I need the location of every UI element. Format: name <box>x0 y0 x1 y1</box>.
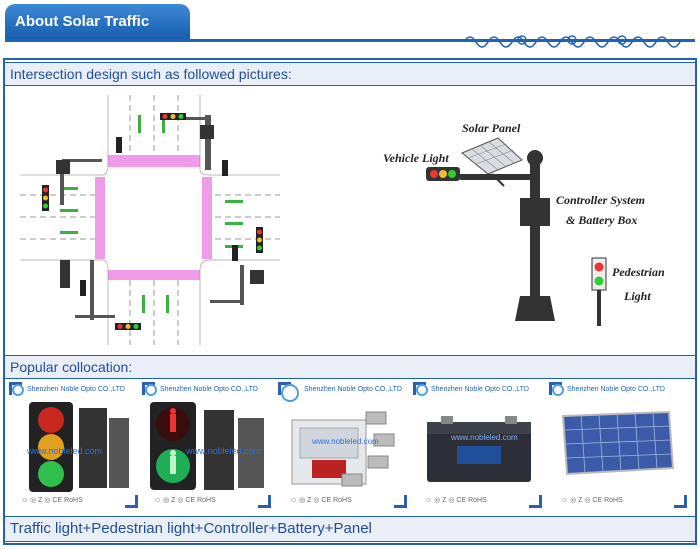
header-divider <box>5 39 695 42</box>
frame-corner <box>413 382 426 395</box>
brand-logo-icon <box>12 384 24 396</box>
battery-image: www.nobleled.com <box>427 416 531 482</box>
certification-marks: ☺ ◎ Z ◎ CE RoHS <box>561 497 623 504</box>
page-title: About Solar Traffic System <box>5 4 190 65</box>
certification-marks: ☺ ◎ Z ◎ CE RoHS <box>425 497 487 504</box>
product-traffic-light[interactable]: Shenzhen Noble Opto CO.,LTD www.nobleled… <box>9 382 140 510</box>
product-solar-panel[interactable]: Shenzhen Noble Opto CO.,LTD ☺ ◎ Z ◎ CE R… <box>549 382 689 510</box>
brand-name: Shenzhen Noble Opto CO.,LTD <box>304 386 402 393</box>
certification-marks: ☺ ◎ Z ◎ CE RoHS <box>154 497 216 504</box>
brand-name: Shenzhen Noble Opto CO.,LTD <box>567 386 665 393</box>
frame-corner <box>9 382 22 395</box>
certification-marks: ☺ ◎ Z ◎ CE RoHS <box>21 497 83 504</box>
frame-corner <box>278 382 291 395</box>
frame-corner <box>142 382 155 395</box>
intersection-heading: Intersection design such as followed pic… <box>10 66 292 82</box>
product-pedestrian-light[interactable]: Shenzhen Noble Opto CO.,LTD www.nobleled… <box>142 382 273 510</box>
controller-label: Controller System <box>556 193 645 207</box>
collocation-summary: Traffic light+Pedestrian light+Controlle… <box>10 520 372 537</box>
frame-corner <box>258 495 271 508</box>
brand-name: Shenzhen Noble Opto CO.,LTD <box>27 386 125 393</box>
watermark: www.nobleled.com <box>450 433 518 442</box>
solar-panel-image <box>561 410 675 476</box>
product-battery[interactable]: Shenzhen Noble Opto CO.,LTD www.nobleled… <box>413 382 544 510</box>
solar-pole-diagram: Solar Panel Vehicle Light Controller Sys… <box>383 121 665 326</box>
pedestrian-light-label: Light <box>623 289 651 303</box>
collocation-band: Popular collocation: <box>5 355 695 379</box>
watermark: www.nobleled.com <box>26 446 102 456</box>
frame-corner <box>549 382 562 395</box>
certification-marks: ☺ ◎ Z ◎ CE RoHS <box>290 497 352 504</box>
brand-logo-icon <box>281 384 299 402</box>
frame-corner <box>394 495 407 508</box>
brand-name: Shenzhen Noble Opto CO.,LTD <box>431 386 529 393</box>
frame-corner <box>125 495 138 508</box>
footer-band: Traffic light+Pedestrian light+Controlle… <box>5 516 695 542</box>
intersection-diagram <box>20 95 300 345</box>
traffic-light-image: www.nobleled.com <box>26 402 129 492</box>
collocation-heading: Popular collocation: <box>10 359 133 375</box>
brand-logo-icon <box>416 384 428 396</box>
controller-image: www.nobleled.com <box>291 411 395 487</box>
frame-corner <box>529 495 542 508</box>
brand-logo-icon <box>552 384 564 396</box>
pedestrian-label: Pedestrian <box>612 265 665 279</box>
vehicle-light-label: Vehicle Light <box>383 151 449 165</box>
content-frame <box>3 58 697 545</box>
brand-logo-icon <box>145 384 157 396</box>
product-controller[interactable]: Shenzhen Noble Opto CO.,LTD www.nobleled… <box>278 382 409 510</box>
intersection-band: Intersection design such as followed pic… <box>5 62 695 86</box>
frame-corner <box>674 495 687 508</box>
battery-box-label: & Battery Box <box>566 213 637 227</box>
wave-ornament <box>463 35 681 48</box>
pedestrian-light-image: www.nobleled.com <box>150 402 264 490</box>
solar-panel-label: Solar Panel <box>462 121 521 135</box>
watermark: www.nobleled.com <box>311 437 379 446</box>
brand-name: Shenzhen Noble Opto CO.,LTD <box>160 386 258 393</box>
watermark: www.nobleled.com <box>185 446 261 456</box>
